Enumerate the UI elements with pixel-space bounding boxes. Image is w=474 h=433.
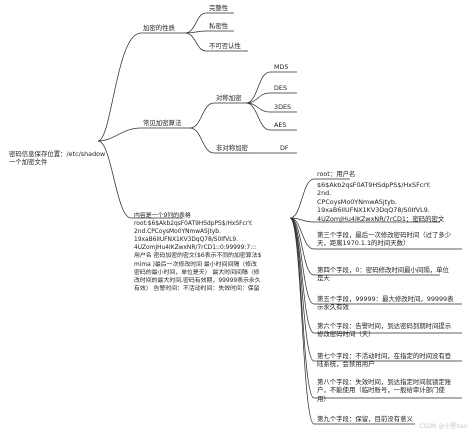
- connector-field-4: [289, 217, 440, 276]
- field-3-last-change: 第三个字段，最后一次修改密码时间（过了多少 天，距离1970.1.1的时间天数）: [317, 231, 452, 248]
- field-5-max-interval: 第五个字段，99999：最大修改时间，99999表 示永久有效: [317, 295, 454, 312]
- algo-df: DF: [280, 144, 289, 152]
- connector-prop-1: [184, 12, 234, 34]
- algo-3des: 3DES: [274, 103, 292, 111]
- connector-aes: [245, 102, 297, 131]
- connector-symmetric: [189, 102, 246, 129]
- branch-properties-label: 加密的性质: [143, 24, 175, 32]
- field-1-username: root：用户名: [317, 170, 356, 178]
- connector-md5: [245, 71, 297, 104]
- branch-algorithms-label: 常见加密算法: [143, 119, 182, 127]
- field-4-min-interval: 第四个字段，0：密码修改时间最小间隔，单位 是天: [317, 266, 449, 283]
- field-6-warning: 第六个字段：告警时间，到达密码到期时间提示 修改密码时间（天）: [317, 322, 452, 339]
- branch-content-text: 内容是一个9列的表格 root:$6$Akb2qsF0AT9HSdpPS$/Hx…: [134, 213, 262, 292]
- connector-root-algorithms: [97, 127, 142, 142]
- property-confidentiality: 私密性: [209, 22, 229, 30]
- algo-aes: AES: [274, 121, 287, 129]
- algo-md5: MD5: [274, 63, 289, 71]
- watermark: CSDN @小星hair: [419, 423, 468, 430]
- connector-root-properties: [97, 32, 142, 142]
- connector-des: [245, 92, 297, 104]
- root-node: 密码信息保存位置：/etc/shadow 一个加密文件: [9, 150, 106, 167]
- property-integrity: 完整性: [209, 4, 229, 12]
- connector-root-content: [97, 140, 132, 219]
- property-non-repudiation: 不可否认性: [209, 42, 241, 50]
- field-2-password-hash: $6$Akb2qsF0AT9HSdpPS$/HxSFcrY. 2nd. CPCo…: [317, 181, 445, 223]
- field-7-inactive: 第七个字段：不活动时间，在指定的时间没有登 陆系统，会禁用用户: [317, 352, 452, 369]
- connector-field-2: [289, 217, 440, 223]
- connector-field-1: [289, 178, 350, 219]
- connector-prop-3: [184, 32, 248, 52]
- algo-des: DES: [274, 84, 288, 92]
- connector-field-9: [289, 217, 415, 425]
- symmetric-label: 对称加密: [216, 94, 242, 102]
- field-9-reserved: 第九个字段：保留，目前没有意义: [317, 415, 413, 423]
- connector-prop-2: [184, 30, 234, 34]
- field-8-expire: 第八个字段：失效时间，到达指定时间就锁定账 户，不能使用（临时账号，一般给审计部…: [317, 378, 452, 403]
- asymmetric-label: 非对称加密: [216, 144, 248, 152]
- connector-asymmetric: [189, 127, 253, 154]
- connector-3des: [245, 102, 297, 113]
- connector-field-3: [289, 217, 462, 250]
